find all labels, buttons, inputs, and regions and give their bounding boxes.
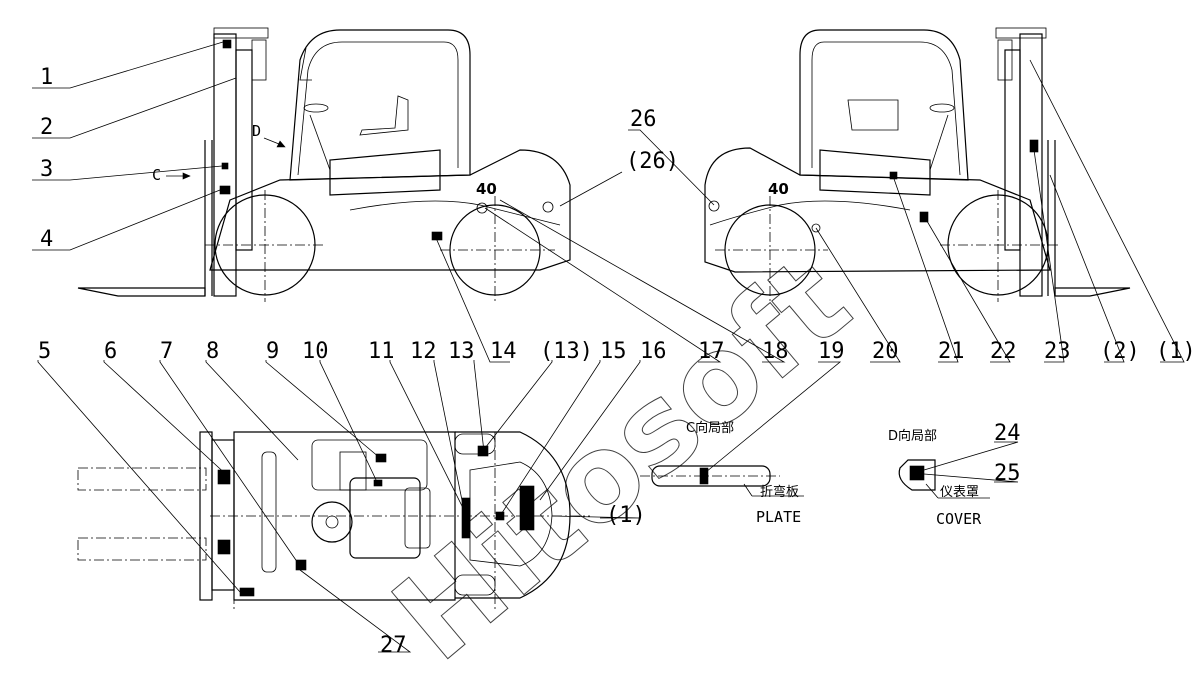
callout-24: 24: [994, 421, 1021, 446]
view-c-arrow-label: C: [152, 166, 161, 184]
detail-d-cover: D向局部 仪表罩 COVER: [888, 428, 990, 528]
callout-19: 19: [818, 339, 845, 364]
callout-3: 3: [40, 157, 53, 182]
callout-9: 9: [266, 339, 279, 364]
left-side-view: 40 C D: [77, 27, 571, 302]
view-c-title: C向局部: [686, 420, 734, 436]
callout-1-paren-topview: (1): [606, 503, 646, 528]
callout-26: 26: [630, 107, 657, 132]
callout-17: 17: [698, 339, 725, 364]
callout-20: 20: [872, 339, 899, 364]
callout-7: 7: [160, 339, 173, 364]
callout-13: 13: [448, 339, 475, 364]
callout-18: 18: [762, 339, 789, 364]
right-side-view: 40: [704, 27, 1131, 302]
callout-5: 5: [38, 339, 51, 364]
callout-2: 2: [40, 115, 53, 140]
callout-11: 11: [368, 339, 395, 364]
view-d-title: D向局部: [888, 428, 937, 444]
callout-1-paren: (1): [1156, 339, 1196, 364]
callout-8: 8: [206, 339, 219, 364]
callout-26-paren: (26): [626, 149, 679, 174]
callout-27: 27: [380, 633, 407, 658]
callout-4: 4: [40, 227, 53, 252]
callout-25: 25: [994, 461, 1021, 486]
plate-label-cn: 折弯板: [760, 484, 799, 500]
callout-leaders: [32, 41, 1185, 653]
callout-14: 14: [490, 339, 517, 364]
callout-15: 15: [600, 339, 627, 364]
cover-label-en: COVER: [936, 510, 982, 528]
detail-c-plate: C向局部 折弯板 PLATE: [640, 420, 804, 526]
callout-22: 22: [990, 339, 1017, 364]
callout-6: 6: [104, 339, 117, 364]
model-badge-right: 40: [768, 180, 789, 198]
view-d-arrow-label: D: [252, 122, 261, 140]
plate-label-en: PLATE: [756, 508, 801, 526]
model-badge-left: 40: [476, 180, 497, 198]
cover-label-cn: 仪表罩: [940, 485, 979, 500]
callout-23: 23: [1044, 339, 1071, 364]
callout-10: 10: [302, 339, 329, 364]
callout-21: 21: [938, 339, 965, 364]
callout-13-paren: (13): [540, 339, 593, 364]
callout-16: 16: [640, 339, 667, 364]
callout-2-paren: (2): [1100, 339, 1140, 364]
callout-numbers: 1 2 3 4 26 (26) 5 6 7 8 9 10 11 12 13 14…: [38, 65, 1196, 658]
callout-1: 1: [40, 65, 53, 90]
callout-12: 12: [410, 339, 437, 364]
